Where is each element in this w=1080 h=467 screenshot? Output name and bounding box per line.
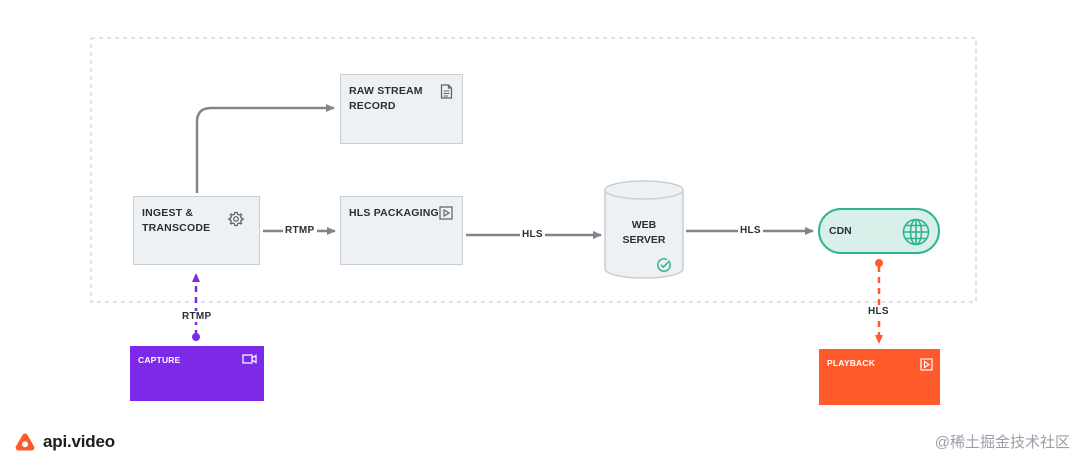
edge-label-cdn-to-playback: HLS: [866, 306, 891, 317]
document-icon: [440, 84, 453, 99]
web-server-cylinder: [604, 180, 684, 279]
play-icon: [920, 358, 933, 371]
raw-stream-record-node: RAW STREAM RECORD: [340, 74, 463, 144]
cdn-node: CDN: [818, 208, 940, 254]
capture-connector-dot: [192, 333, 200, 341]
ingest-transcode-label: INGEST & TRANSCODE: [142, 207, 211, 234]
ingest-transcode-node: INGEST & TRANSCODE: [133, 196, 260, 265]
check-circle-icon: [657, 258, 671, 272]
cdn-connector-dot: [875, 259, 883, 267]
watermark-text: @稀土掘金技术社区: [934, 434, 1070, 451]
hls-packaging-label: HLS PACKAGING: [349, 207, 439, 219]
arrow-ingest-to-raw-record: [195, 104, 335, 193]
play-icon: [439, 206, 453, 220]
playback-node: PLAYBACK: [819, 349, 940, 405]
brand-name: api.video: [43, 432, 115, 451]
gear-icon: [228, 211, 244, 227]
web-server-node: WEB SERVER: [605, 218, 683, 248]
video-camera-icon: [242, 354, 257, 364]
globe-icon: [902, 218, 930, 246]
playback-label: PLAYBACK: [827, 358, 876, 368]
platform-boundary: [90, 37, 977, 303]
raw-stream-record-label: RAW STREAM RECORD: [349, 85, 423, 112]
brand: api.video: [14, 432, 115, 452]
capture-label: CAPTURE: [138, 355, 181, 365]
api-video-logo-icon: [15, 433, 35, 451]
edge-label-ingest-to-hls: RTMP: [283, 225, 317, 236]
capture-node: CAPTURE: [130, 346, 264, 401]
hls-packaging-node: HLS PACKAGING: [340, 196, 463, 265]
edge-label-capture-to-ingest: RTMP: [180, 311, 214, 322]
cdn-label: CDN: [829, 225, 852, 237]
edge-label-web-to-cdn: HLS: [738, 225, 763, 236]
edge-label-hls-to-web: HLS: [520, 229, 545, 240]
web-server-label: WEB SERVER: [622, 219, 666, 246]
